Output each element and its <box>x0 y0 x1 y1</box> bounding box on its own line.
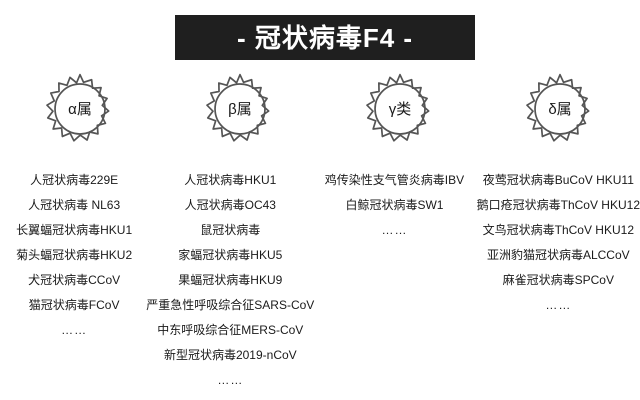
badge-cell-delta: δ属 <box>480 68 640 150</box>
list-item: 犬冠状病毒CCoV <box>28 273 121 287</box>
page-title: - 冠状病毒F4 - <box>236 22 414 53</box>
list-item: 夜莺冠状病毒BuCoV HKU11 <box>482 173 634 187</box>
list-item: 中东呼吸综合征MERS-CoV <box>157 323 304 337</box>
badge-label-alpha: α属 <box>68 100 92 118</box>
virus-genus-badges: α属 β属 γ类 <box>0 68 640 150</box>
badge-cell-gamma: γ类 <box>320 68 480 150</box>
list-item-ellipsis: …… <box>61 323 88 337</box>
list-item: 人冠状病毒OC43 <box>184 198 276 212</box>
list-item: 严重急性呼吸综合征SARS-CoV <box>146 298 315 312</box>
coronavirus-gear-icon: γ类 <box>361 70 439 148</box>
virus-list-beta: 人冠状病毒HKU1 人冠状病毒OC43 鼠冠状病毒家蝠冠状病毒HKU5 果蝠冠状病毒H… <box>146 168 314 393</box>
list-item: 亚洲豹猫冠状病毒ALCCoV <box>486 248 630 262</box>
list-item-ellipsis: …… <box>217 373 244 387</box>
list-item: 猫冠状病毒FCoV <box>28 298 120 312</box>
list-item: 鹅口疮冠状病毒ThCoV HKU12 <box>476 198 640 212</box>
list-item: 新型冠状病毒2019-nCoV <box>163 348 297 362</box>
coronavirus-gear-icon: δ属 <box>521 70 599 148</box>
coronavirus-gear-icon-shape <box>526 73 590 142</box>
badge-label-delta: δ属 <box>548 100 572 118</box>
list-item: 菊头蝠冠状病毒HKU2 <box>16 248 133 262</box>
virus-lists: 人冠状病毒229E 人冠状病毒 NL63 长翼蝠冠状病毒HKU1 菊头蝠冠状病毒HKU… <box>0 168 640 393</box>
badge-label-beta: β属 <box>228 100 252 118</box>
coronavirus-gear-icon-shape <box>46 73 110 142</box>
list-item: 白鲸冠状病毒SW1 <box>345 198 444 212</box>
list-item: 果蝠冠状病毒HKU9 <box>178 273 283 287</box>
virus-list-delta: 夜莺冠状病毒BuCoV HKU11 鹅口疮冠状病毒ThCoV HKU12 文鸟冠状病… <box>477 168 640 318</box>
badge-cell-beta: β属 <box>160 68 320 150</box>
list-item: 麻雀冠状病毒SPCoV <box>502 273 614 287</box>
list-item-ellipsis: …… <box>545 298 572 312</box>
coronavirus-gear-icon: β属 <box>201 70 279 148</box>
coronavirus-gear-icon-shape <box>366 73 430 142</box>
coronavirus-gear-icon: α属 <box>41 70 119 148</box>
page-title-banner: - 冠状病毒F4 - <box>175 15 475 60</box>
coronavirus-gear-icon-shape <box>206 73 270 142</box>
virus-list-gamma: 鸡传染性支气管炎病毒IBV 白鲸冠状病毒SW1 …… <box>318 168 470 243</box>
list-item: 长翼蝠冠状病毒HKU1 <box>16 223 133 237</box>
list-item: 鼠冠状病毒 <box>200 223 261 237</box>
list-item: 人冠状病毒 NL63 <box>28 198 121 212</box>
badge-label-gamma: γ类 <box>388 100 412 118</box>
list-item-ellipsis: …… <box>381 223 408 237</box>
list-item: 家蝠冠状病毒HKU5 <box>178 248 283 262</box>
list-item: 人冠状病毒HKU1 <box>184 173 277 187</box>
list-item: 人冠状病毒229E <box>30 173 119 187</box>
list-item: 文鸟冠状病毒ThCoV HKU12 <box>482 223 634 237</box>
virus-list-alpha: 人冠状病毒229E 人冠状病毒 NL63 长翼蝠冠状病毒HKU1 菊头蝠冠状病毒HKU… <box>0 168 150 343</box>
list-item: 鸡传染性支气管炎病毒IBV <box>324 173 465 187</box>
badge-cell-alpha: α属 <box>0 68 160 150</box>
